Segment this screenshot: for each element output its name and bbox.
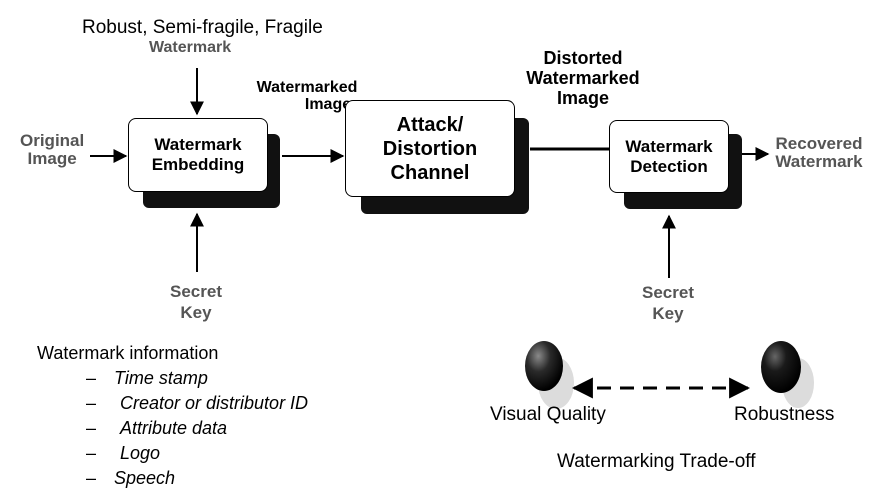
list-item-text: Attribute data [120, 418, 228, 438]
tradeoff-caption: Watermarking Trade-off [557, 451, 756, 472]
list-item: – Attribute data [86, 419, 308, 444]
attack-box-line2: Distortion [382, 137, 478, 160]
distorted-image-line3: Image [556, 88, 610, 109]
watermarked-image-line2: Image [304, 95, 352, 113]
list-bullet: – [86, 468, 97, 488]
watermark-types-label: Robust, Semi-fragile, Fragile [82, 17, 323, 38]
distorted-image-line2: Watermarked [526, 68, 640, 89]
watermarked-image-label: Watermarked Image [246, 79, 368, 114]
watermark-input-label: Watermark [149, 39, 232, 56]
original-image-label: Original Image [20, 132, 84, 168]
attack-distortion-channel-box: Attack/ Distortion Channel [345, 100, 515, 197]
recovered-watermark-label: Recovered Watermark [770, 135, 868, 171]
detection-box-line2: Detection [630, 156, 708, 176]
original-image-line1: Original [20, 131, 85, 150]
watermark-embedding-box: Watermark Embedding [128, 118, 268, 192]
watermark-detection-box: Watermark Detection [609, 120, 729, 193]
list-bullet: – [86, 393, 97, 413]
secret-key-left-line2: Key [180, 303, 212, 323]
secret-key-right-label: Secret Key [630, 282, 706, 325]
visual-quality-ball [525, 341, 563, 391]
secret-key-left-label: Secret Key [158, 281, 234, 324]
list-item-text: Logo [120, 443, 161, 463]
distorted-image-line1: Distorted [543, 48, 623, 68]
list-item: – Logo [86, 444, 308, 469]
list-item: – Creator or distributor ID [86, 394, 308, 419]
distorted-image-label: Distorted Watermarked Image [508, 48, 658, 108]
recovered-watermark-line1: Recovered [775, 134, 863, 153]
list-item: –Time stamp [86, 369, 308, 394]
detection-box-line1: Watermark [625, 136, 713, 156]
secret-key-right-line2: Key [652, 304, 684, 324]
attack-box-line1: Attack/ [396, 113, 464, 136]
list-item-text: Time stamp [114, 368, 208, 388]
original-image-line2: Image [27, 148, 77, 168]
attack-box-line3: Channel [390, 161, 470, 184]
embedding-box-line1: Watermark [154, 135, 242, 154]
list-bullet: – [86, 443, 97, 463]
watermarked-image-line1: Watermarked [256, 79, 358, 96]
list-item: –Speech [86, 469, 308, 494]
watermark-info-title: Watermark information [37, 343, 219, 363]
list-bullet: – [86, 418, 97, 438]
secret-key-left-line1: Secret [170, 282, 222, 301]
secret-key-right-line1: Secret [642, 283, 694, 302]
list-item-text: Speech [114, 468, 176, 488]
watermark-info-list: –Time stamp –Creator or distributor ID –… [86, 369, 308, 494]
embedding-box-line2: Embedding [151, 155, 245, 174]
recovered-watermark-line2: Watermark [775, 151, 863, 171]
list-bullet: – [86, 368, 97, 388]
list-item-text: Creator or distributor ID [120, 393, 309, 413]
robustness-label: Robustness [734, 404, 835, 425]
visual-quality-label: Visual Quality [490, 404, 606, 425]
robustness-ball [761, 341, 801, 393]
